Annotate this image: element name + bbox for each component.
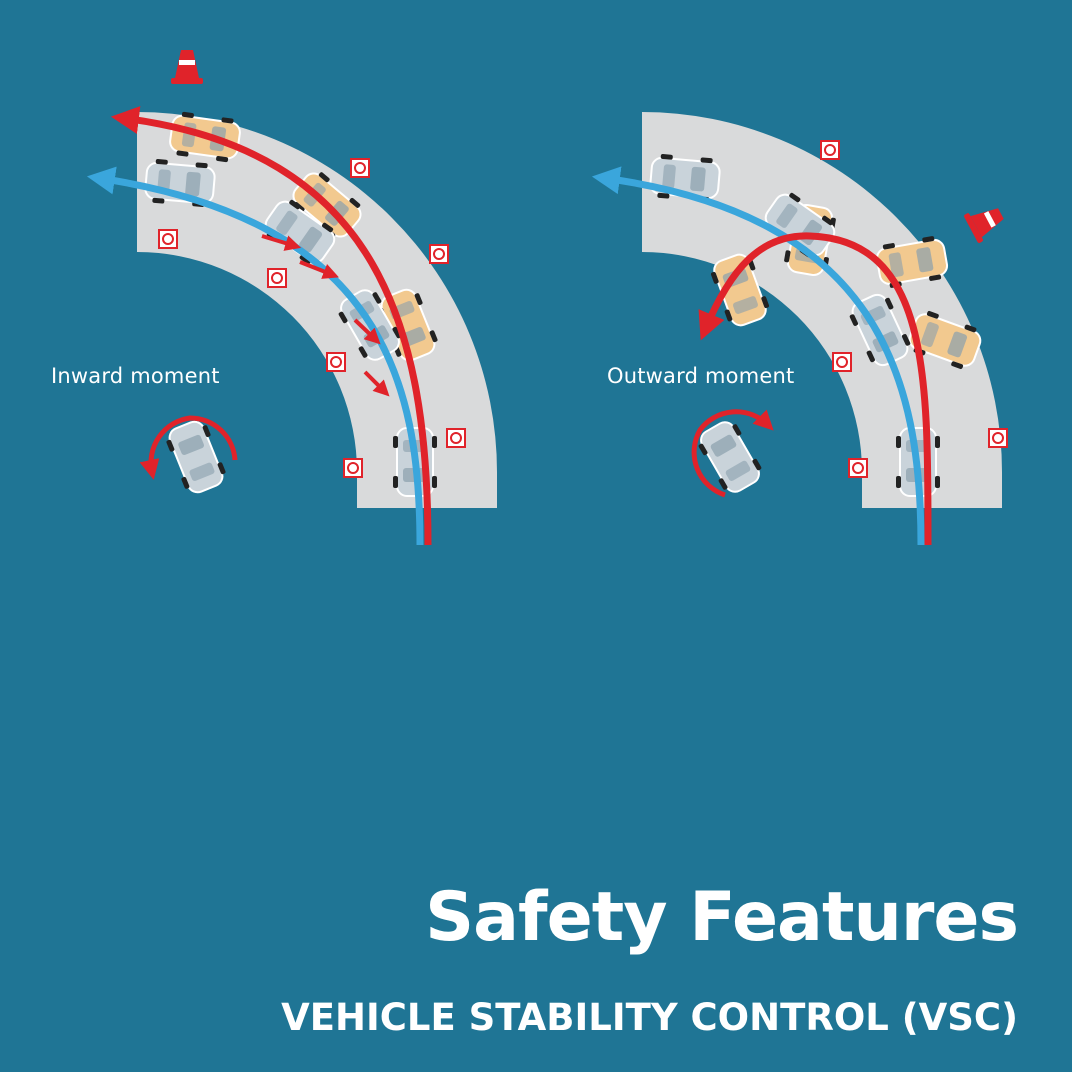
page-title: Safety Features	[425, 878, 1019, 957]
blue-path-arrow	[86, 166, 424, 546]
correction-arrow	[299, 260, 339, 279]
red-path-arrow	[698, 232, 932, 546]
marker-post-icon	[158, 229, 178, 249]
inward-moment-diagram	[86, 50, 497, 546]
correction-arrow	[363, 370, 390, 397]
blue-path-arrow	[591, 166, 925, 546]
marker-post-icon	[326, 352, 346, 372]
traffic-cone-icon	[963, 199, 1009, 244]
traffic-cone-icon	[171, 50, 203, 84]
marker-post-icon	[350, 158, 370, 178]
outward-moment-diagram	[591, 112, 1009, 546]
correction-arrow	[353, 318, 381, 345]
outward-moment-label: Outward moment	[607, 364, 795, 388]
rotation-arrow	[691, 409, 774, 498]
marker-post-icon	[832, 352, 852, 372]
marker-post-icon	[267, 268, 287, 288]
marker-post-icon	[446, 428, 466, 448]
inward-moment-label: Inward moment	[51, 364, 220, 388]
marker-post-icon	[820, 140, 840, 160]
marker-post-icon	[988, 428, 1008, 448]
correction-arrow	[261, 234, 302, 251]
car-rotation-icon	[692, 415, 768, 499]
marker-post-icon	[343, 458, 363, 478]
red-path-arrow	[110, 106, 432, 546]
marker-post-icon	[848, 458, 868, 478]
marker-post-icon	[429, 244, 449, 264]
rotation-arrow	[139, 415, 238, 480]
page-subtitle: VEHICLE STABILITY CONTROL (VSC)	[281, 996, 1018, 1039]
